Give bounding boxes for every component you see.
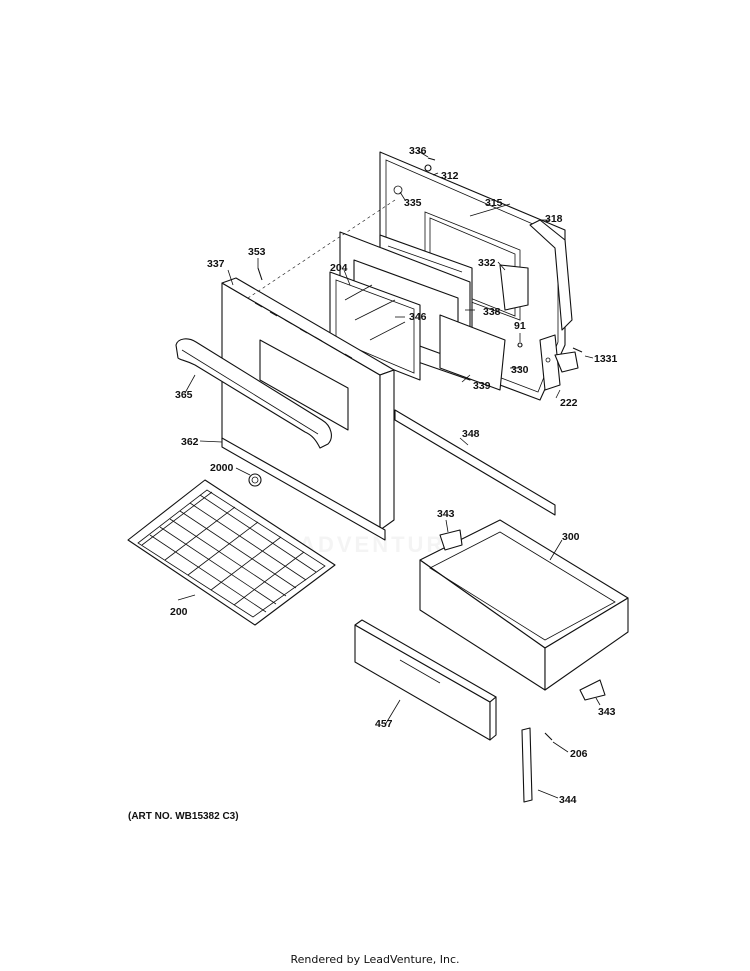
callout-365: 365 — [175, 389, 193, 401]
callout-343-lower: 343 — [598, 706, 616, 718]
callout-91: 91 — [514, 320, 526, 332]
callout-330: 330 — [511, 364, 529, 376]
callout-336: 336 — [409, 145, 427, 157]
callout-300: 300 — [562, 531, 580, 543]
part-457-drawer-front — [354, 619, 497, 741]
part-2000-sensor — [248, 473, 262, 487]
part-91-screw — [517, 342, 523, 348]
footer-credit: Rendered by LeadVenture, Inc. — [290, 953, 460, 966]
part-343-drawer-glide-upper — [439, 529, 463, 551]
callout-206: 206 — [570, 748, 588, 760]
part-362-door-trim — [221, 437, 386, 541]
callout-200: 200 — [170, 606, 188, 618]
callout-labels: 336 312 335 315 318 353 337 204 332 338 … — [170, 145, 618, 806]
part-365-door-handle — [175, 338, 332, 449]
part-348-door-rail — [394, 409, 556, 516]
callout-332: 332 — [478, 257, 496, 269]
callout-338: 338 — [483, 306, 501, 318]
part-222-door-hinge — [539, 334, 579, 391]
part-336-screw — [427, 157, 436, 161]
callout-457: 457 — [375, 718, 393, 730]
callout-339: 339 — [473, 380, 491, 392]
callout-1331: 1331 — [594, 353, 618, 365]
callout-344: 344 — [559, 794, 577, 806]
art-number-label: (ART NO. WB15382 C3) — [128, 811, 239, 822]
callout-362: 362 — [181, 436, 199, 448]
part-339-glass-panel — [439, 314, 506, 391]
callout-343-upper: 343 — [437, 508, 455, 520]
part-1331-screw — [572, 347, 583, 353]
callout-222: 222 — [560, 397, 578, 409]
callout-337: 337 — [207, 258, 225, 270]
callout-315: 315 — [485, 197, 503, 209]
callout-312: 312 — [441, 170, 459, 182]
callout-204: 204 — [330, 262, 348, 274]
callout-348: 348 — [462, 428, 480, 440]
callout-318: 318 — [545, 213, 563, 225]
part-343-drawer-glide-lower — [579, 679, 606, 701]
leader-lines — [177, 150, 601, 799]
part-206-screw — [544, 732, 553, 741]
part-312-washer — [424, 164, 432, 172]
callout-346: 346 — [409, 311, 427, 323]
part-200-oven-rack — [127, 479, 336, 626]
part-353-screw — [257, 267, 263, 281]
part-300-storage-drawer — [419, 519, 629, 691]
callout-335: 335 — [404, 197, 422, 209]
callout-353: 353 — [248, 246, 266, 258]
callout-2000: 2000 — [210, 462, 234, 474]
part-344-drawer-rail — [521, 727, 533, 803]
